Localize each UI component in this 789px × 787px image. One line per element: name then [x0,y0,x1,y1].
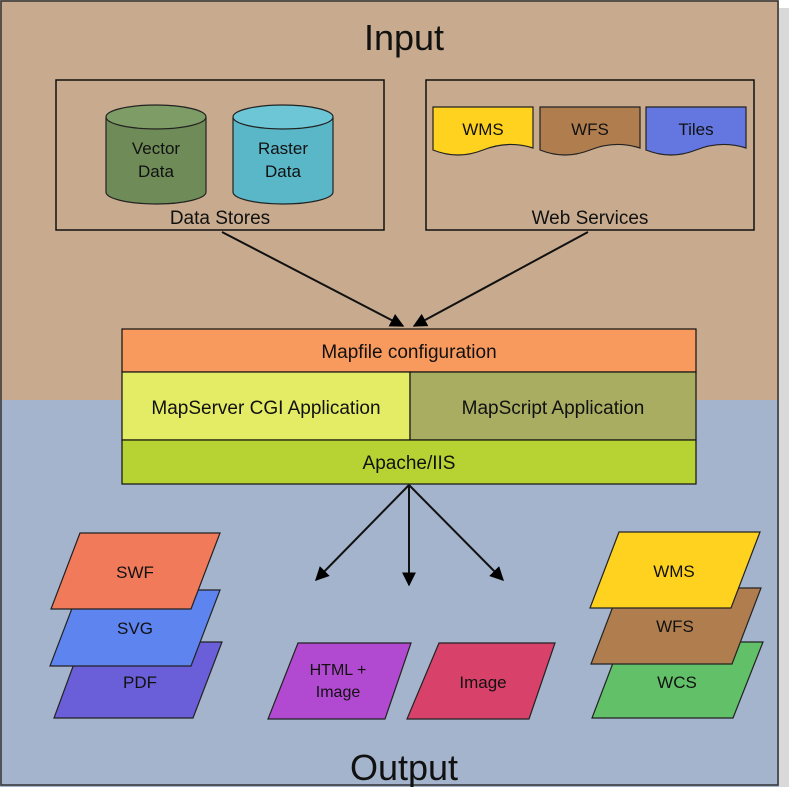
swf-output-label: SWF [116,563,154,582]
html-image-line1: HTML + [310,662,367,679]
wcs-output-label: WCS [657,673,697,692]
frame-shadow [779,8,789,787]
image-output [406,642,556,720]
raster-data-line2: Data [265,162,301,181]
arrow-web-services-to-mapfile [412,231,589,327]
wms-input-label: WMS [462,120,504,139]
wms-input-service: WMS [432,106,534,156]
pdf-output-label: PDF [123,673,157,692]
input-title: Input [364,17,444,58]
html-image-output [267,642,412,720]
vector-data-cylinder: Vector Data [105,104,207,205]
apache-iis-label: Apache/IIS [363,453,456,474]
web-services-label: Web Services [532,208,649,229]
tiles-input-service: Tiles [645,106,747,156]
vector-data-line1: Vector [132,139,181,158]
wfs-input-label: WFS [571,120,609,139]
wfs-output-label: WFS [656,617,694,636]
apache-iis-block [121,439,697,485]
web-services-box [425,79,755,231]
data-stores-label: Data Stores [170,208,270,229]
wms-output-label: WMS [653,562,695,581]
mapserver-cgi-label: MapServer CGI Application [151,398,380,419]
raster-data-cylinder: Raster Data [232,104,334,205]
wfs-input-service: WFS [539,106,641,156]
arrow-data-stores-to-mapfile [221,231,405,327]
arrow-to-left-output [315,484,410,582]
raster-data-line1: Raster [258,139,308,158]
vector-data-line2: Data [138,162,174,181]
tiles-input-label: Tiles [678,120,713,139]
html-image-line2: Image [316,684,361,701]
arrow-to-right-output [408,484,504,581]
svg-output-label: SVG [117,619,153,638]
mapfile-configuration-label: Mapfile configuration [321,342,496,363]
swf-output-layer [50,532,221,610]
mapfile-configuration-block [121,328,697,373]
output-title: Output [350,747,458,787]
mapscript-label: MapScript Application [462,398,645,419]
image-output-label: Image [459,673,506,692]
wms-output-layer [589,531,761,609]
data-stores-box [55,79,385,231]
